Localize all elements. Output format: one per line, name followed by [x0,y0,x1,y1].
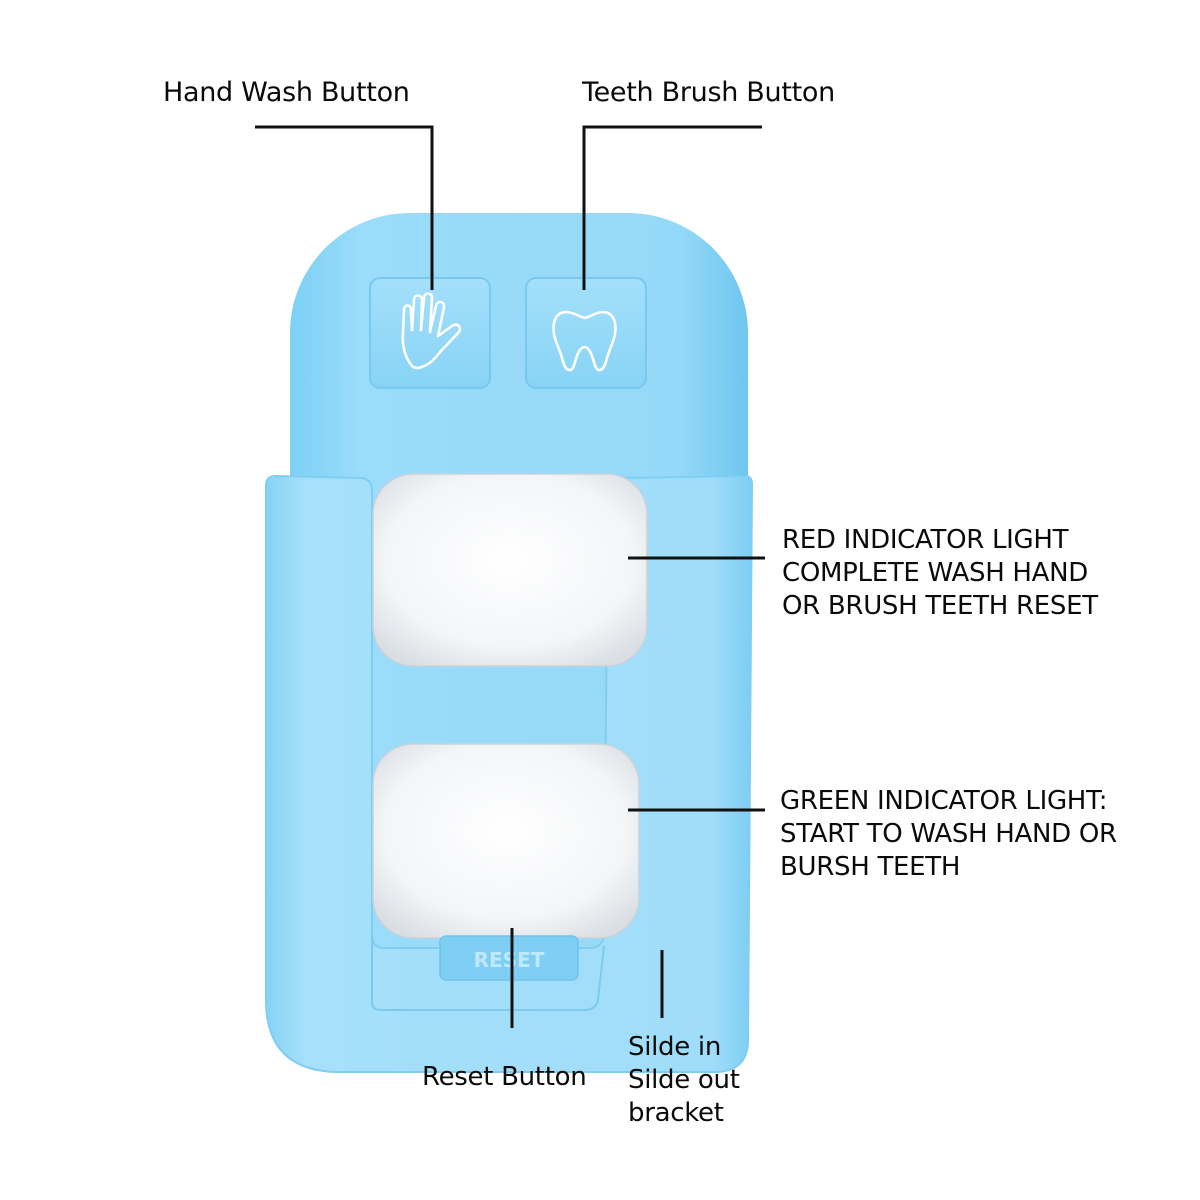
reset-button-label: Reset Button [422,1062,587,1092]
hand-wash-key[interactable] [369,277,491,389]
red-indicator-label: RED INDICATOR LIGHT COMPLETE WASH HAND O… [782,525,1098,621]
hand-wash-button-label: Hand Wash Button [163,77,410,108]
reset-key-text: RESET [474,948,545,972]
hand-icon [401,292,462,370]
reset-key[interactable]: RESET [439,935,579,981]
green-indicator-label: GREEN INDICATOR LIGHT: START TO WASH HAN… [780,786,1117,882]
green-indicator-light[interactable] [372,743,640,939]
leader-lines [255,125,765,1028]
teeth-brush-button-label: Teeth Brush Button [582,77,835,108]
tooth-icon [552,310,617,372]
teeth-brush-key[interactable] [525,277,647,389]
leader-teeth-brush [582,125,762,290]
red-indicator-light[interactable] [372,473,648,667]
leader-hand-wash [255,125,434,290]
slide-bracket-label: Silde in Silde out bracket [628,1032,740,1128]
